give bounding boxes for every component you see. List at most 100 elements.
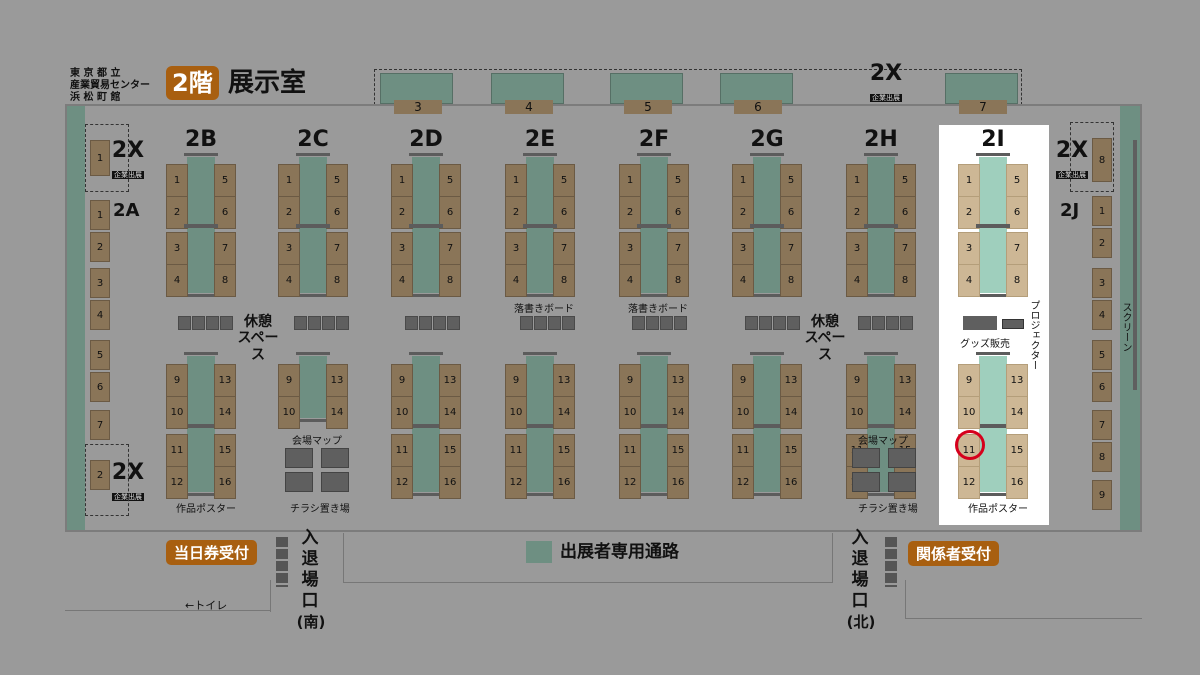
top-booth: 6 [734,100,782,114]
booth-left: 4 [619,264,641,297]
corporate-zone-left-top [85,124,129,192]
booth-left: 1 [958,164,980,197]
row-lower-mid-bar [409,424,443,428]
booth-right: 13 [894,364,916,397]
entrance-char: 口 [851,591,869,611]
booth-right: 13 [553,364,575,397]
booth-left: 3 [732,232,754,265]
same-day-ticket-badge: 当日券受付 [166,540,258,565]
booth-left: 4 [958,264,980,297]
booth-left: 4 [846,264,868,297]
row-upper-bottom-bar [523,294,557,297]
rest-chair [900,316,913,330]
row-label-2c: 2C [297,127,329,152]
row-top-bar [296,153,330,156]
entrance-char: 退 [851,549,869,569]
row-upper-mid-bar [409,224,443,228]
row-lower-top-bar [637,352,671,355]
row-lower-bottom-bar [864,493,898,496]
row-upper-bottom-bar [976,294,1010,297]
booth-left: 11 [391,434,413,467]
left-wall-strip [67,106,85,530]
booth-right: 16 [667,466,689,499]
booth-right: 8 [439,264,461,297]
row-upper-bottom-bar [864,294,898,297]
rest-chair [548,316,561,330]
booth-left: 2 [166,196,188,229]
entrance-char: 退 [301,549,319,569]
booth-left: 4 [505,264,527,297]
booth-left: 1 [278,164,300,197]
exhibitor-path-label: 出展者専用通路 [560,542,679,562]
wall-2a-top-booth: 1 [90,140,110,176]
rest-chair [336,316,349,330]
flyer-rack [852,448,880,468]
wall-2a-label: 2A [113,200,140,221]
booth-left: 1 [505,164,527,197]
wall-2a-booth: 7 [90,410,110,440]
rest-space-label-1: 休憩 [244,314,272,330]
rest-chair [886,316,899,330]
booth-left: 4 [278,264,300,297]
booth-right: 14 [667,396,689,429]
rest-chair [646,316,659,330]
booth-right: 8 [214,264,236,297]
booth-left: 12 [166,466,188,499]
corporate-zone-top [374,69,1022,105]
booth-right: 7 [553,232,575,265]
booth-left: 9 [619,364,641,397]
booth-right: 14 [553,396,575,429]
booth-right: 8 [1006,264,1028,297]
flyer-area-label: チラシ置き場 [290,504,350,515]
row-lower-bottom-bar [296,419,330,422]
booth-right: 15 [780,434,802,467]
booth-right: 15 [214,434,236,467]
wall-2j-top-booth: 8 [1092,138,1112,182]
row-lower-top-bar [976,352,1010,355]
flyer-area-label-2: チラシ置き場 [858,504,918,515]
selected-booth-marker [955,430,985,460]
booth-right: 13 [214,364,236,397]
booth-right: 8 [326,264,348,297]
booth-right: 16 [439,466,461,499]
entrance-south: 入退場口(南) [297,528,326,633]
rest-chair [632,316,645,330]
booth-left: 9 [732,364,754,397]
row-upper-mid-bar [750,224,784,228]
north-gate-chairs [885,537,897,587]
projector-device [1002,319,1024,329]
corporate-label-sub: 企業出展 [1056,171,1088,179]
booth-left: 2 [619,196,641,229]
booth-left: 9 [958,364,980,397]
booth-left: 10 [846,396,868,429]
booth-right: 5 [894,164,916,197]
row-lower-top-bar [184,352,218,355]
venue-line-1: 東 京 都 立 [70,68,121,79]
toilet-label: ←トイレ [185,599,228,612]
rest-chair [773,316,786,330]
wall-2a-booth: 1 [90,200,110,230]
row-label-2i: 2I [981,127,1005,152]
exhibitor-path-swatch [526,541,552,563]
rest-chair [872,316,885,330]
rest-chair [520,316,533,330]
booth-right: 6 [326,196,348,229]
booth-right: 8 [553,264,575,297]
row-label-2b: 2B [184,127,218,152]
entrance-north: 入退場口(北) [847,528,876,633]
row-lower-top-bar [523,352,557,355]
projector-label: プロジェクター [1028,300,1039,370]
wall-2a-booth: 4 [90,300,110,330]
rest-chair [178,316,191,330]
flyer-rack [321,472,349,492]
booth-right: 7 [439,232,461,265]
booth-left: 10 [619,396,641,429]
booth-right: 16 [1006,466,1028,499]
row-label-2d: 2D [409,127,443,152]
booth-left: 1 [846,164,868,197]
corridor-wall-right-v [905,580,906,618]
booth-left: 1 [732,164,754,197]
booth-left: 2 [391,196,413,229]
